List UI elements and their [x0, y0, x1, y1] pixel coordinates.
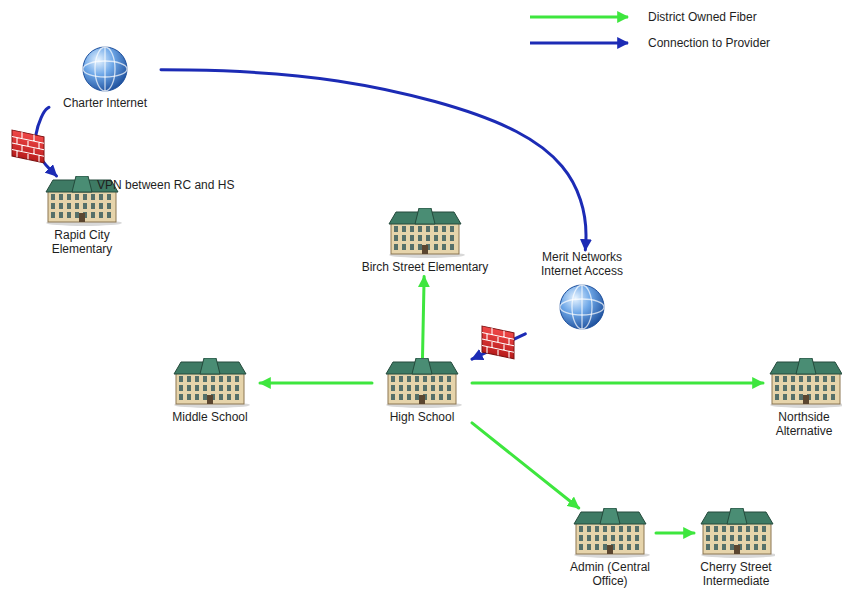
fiber-link — [656, 532, 694, 535]
node-label: Admin (Central Office) — [567, 560, 653, 589]
node-label: High School — [375, 410, 469, 424]
internet-globe: Merit Networks Internet Access — [524, 250, 640, 334]
building-drawing — [385, 208, 465, 258]
building-drawing — [570, 508, 650, 558]
legend-sample — [528, 36, 632, 50]
school-building: Birch Street Elementary — [350, 208, 500, 276]
building-drawing — [697, 508, 775, 558]
internet-globe: Charter Internet — [49, 44, 161, 112]
building-drawing — [382, 358, 462, 408]
building-icon — [353, 208, 497, 258]
firewall-icon — [12, 130, 44, 163]
building-icon — [697, 508, 775, 558]
school-building: High School — [372, 358, 472, 426]
note-label: VPN between RC and HS — [97, 178, 234, 192]
node-label: Rapid City Elementary — [39, 228, 125, 257]
school-building: Northside Alternative — [763, 358, 845, 441]
fiber-link — [472, 423, 579, 508]
globe-drawing — [80, 44, 130, 94]
node-label: Middle School — [163, 410, 257, 424]
fiber-link — [472, 382, 763, 385]
node-label: Charter Internet — [52, 96, 158, 110]
fiber-link — [423, 276, 425, 358]
building-icon — [567, 508, 653, 558]
building-drawing — [170, 358, 250, 408]
globe-icon — [52, 44, 158, 94]
building-icon — [375, 358, 469, 408]
node-label: Northside Alternative — [766, 410, 842, 439]
legend: District Owned FiberConnection to Provid… — [528, 4, 770, 56]
building-icon — [766, 358, 842, 408]
legend-sample — [528, 10, 632, 24]
legend-line — [530, 42, 628, 45]
node-label: Merit Networks Internet Access — [527, 250, 637, 279]
globe-icon — [527, 282, 637, 332]
building-drawing — [766, 358, 842, 408]
node-label: Birch Street Elementary — [353, 260, 497, 274]
building-icon — [163, 358, 257, 408]
legend-text: Connection to Provider — [648, 36, 770, 50]
legend-row: District Owned Fiber — [528, 4, 770, 30]
globe-drawing — [557, 282, 607, 332]
legend-text: District Owned Fiber — [648, 10, 757, 24]
legend-row: Connection to Provider — [528, 30, 770, 56]
firewall-icon — [482, 326, 514, 359]
school-building: Admin (Central Office) — [564, 508, 656, 591]
school-building: Cherry Street Intermediate — [694, 508, 778, 591]
provider-link — [161, 70, 586, 250]
legend-line — [530, 16, 628, 19]
fiber-link — [260, 382, 372, 385]
school-building: Middle School — [160, 358, 260, 426]
node-label: Cherry Street Intermediate — [697, 560, 775, 589]
